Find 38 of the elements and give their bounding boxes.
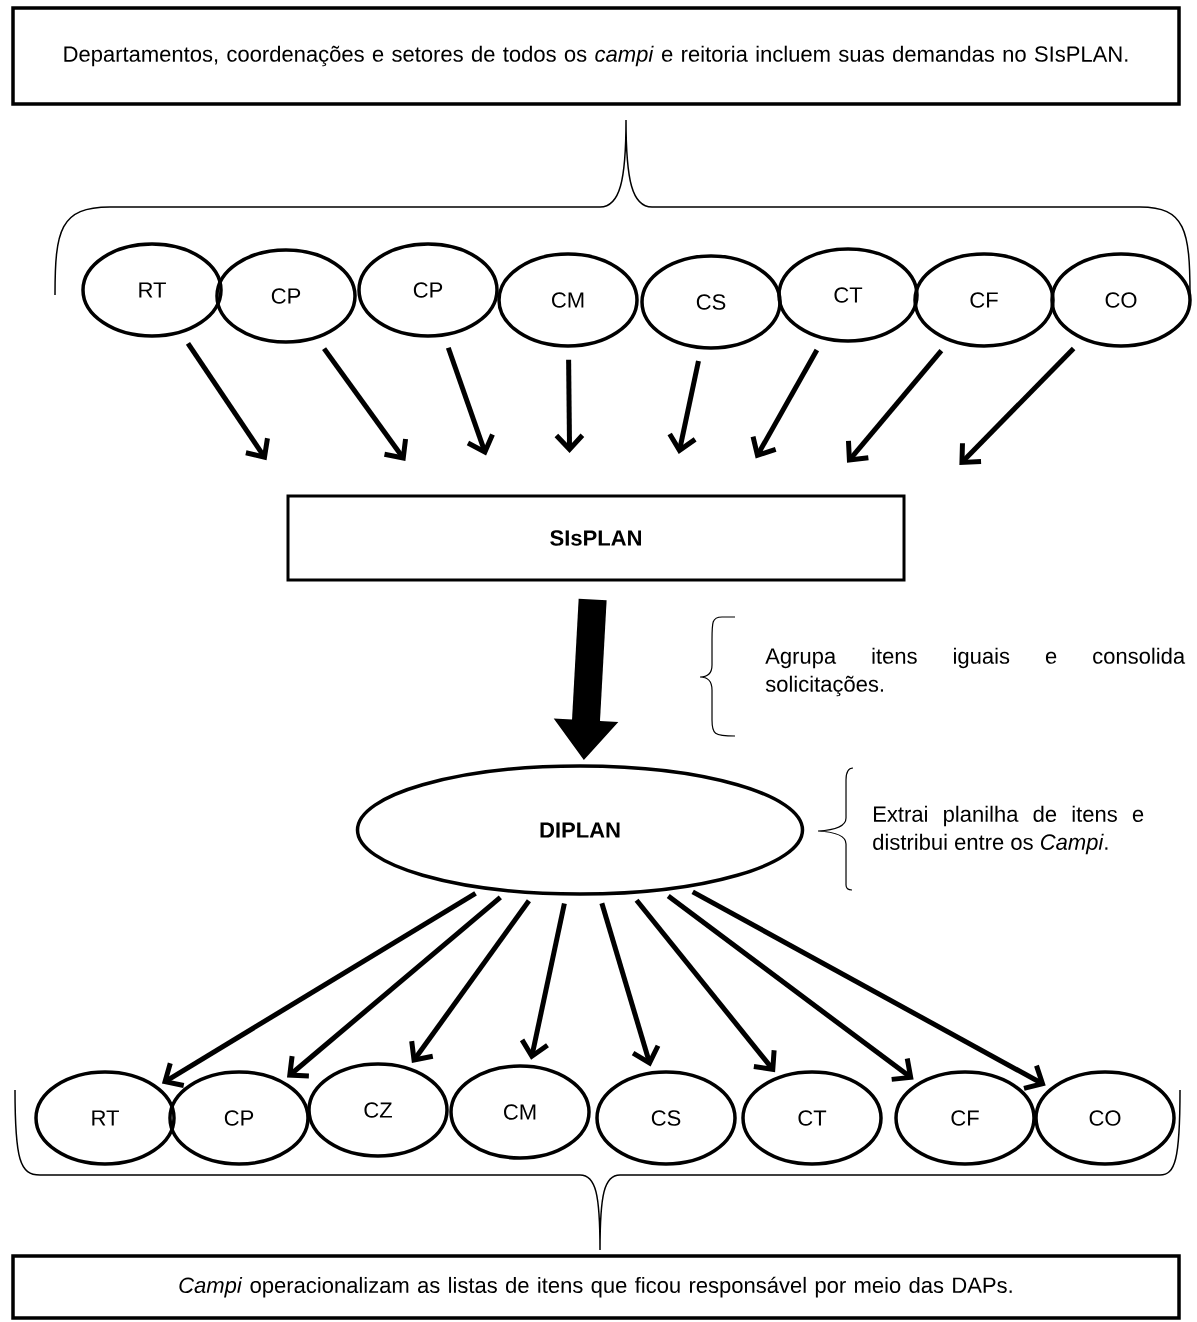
- ellipse-node: CT: [741, 1070, 883, 1166]
- ellipse-node: CF: [913, 252, 1055, 348]
- arrow: [409, 899, 531, 1064]
- ellipse-node: CP: [168, 1070, 310, 1166]
- arrow: [634, 898, 777, 1073]
- arrow: [554, 359, 585, 453]
- ellipse-node: CZ: [307, 1062, 449, 1158]
- ellipse-node: DIPLAN: [355, 764, 805, 896]
- ellipse-node: CS: [640, 254, 782, 350]
- text-box: Departamentos, coordenações e setores de todos os campi e reitoria incluem suas demandas no SIsPLAN.: [11, 6, 1181, 106]
- arrow: [750, 348, 820, 459]
- arrow: [519, 902, 567, 1060]
- note-text: Extrai planilha de itens e distribui entre os Campi.: [873, 805, 1144, 855]
- ellipse-node: CO: [1034, 1070, 1176, 1166]
- arrow: [667, 360, 701, 454]
- arrow: [845, 349, 944, 463]
- arrow: [599, 902, 661, 1067]
- ellipse-node: CM: [449, 1064, 591, 1160]
- text-box: Campi operacionalizam as listas de itens que ficou responsável por meio das DAPs.: [11, 1254, 1181, 1320]
- arrow: [691, 889, 1046, 1091]
- ellipse-node: CO: [1050, 252, 1192, 348]
- ellipse-node: RT: [34, 1070, 176, 1166]
- arrow: [666, 894, 914, 1082]
- ellipse-node: RT: [81, 242, 223, 338]
- ellipse-node: CT: [777, 247, 919, 343]
- arrow: [959, 346, 1076, 465]
- process-box: SIsPLAN: [286, 494, 906, 582]
- ellipse-node: CF: [894, 1070, 1036, 1166]
- arrow: [185, 342, 270, 461]
- ellipse-node: CS: [595, 1070, 737, 1166]
- ellipse-node: CM: [497, 252, 639, 348]
- arrow: [322, 347, 409, 461]
- note-text: Agrupa itens iguais e consolida solicitações.: [765, 647, 1186, 697]
- arrow: [445, 346, 495, 456]
- ellipse-node: CP: [215, 248, 357, 344]
- arrow: [287, 895, 502, 1079]
- arrow: [161, 891, 477, 1088]
- ellipse-node: CP: [357, 242, 499, 338]
